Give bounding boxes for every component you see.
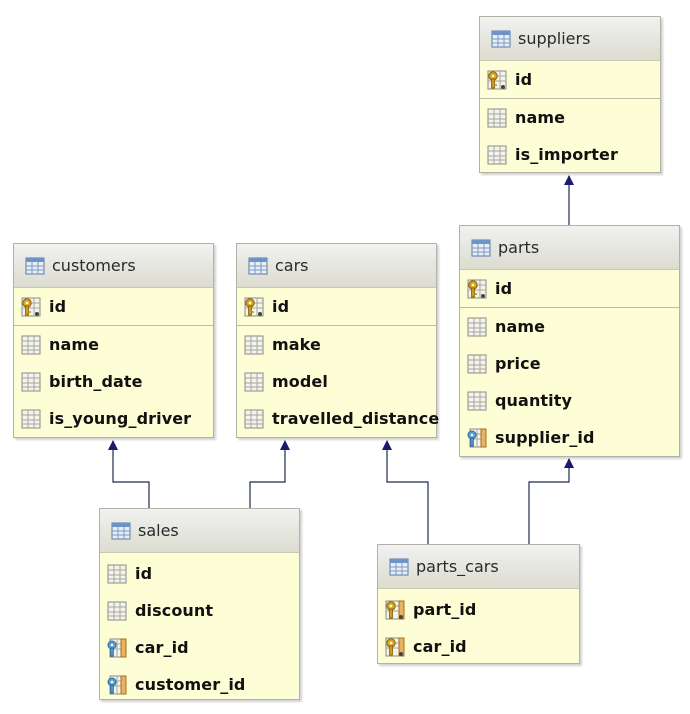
- column-row[interactable]: supplier_id: [460, 419, 679, 456]
- table-customers[interactable]: customers id name birth_date is_young_dr…: [13, 243, 214, 438]
- column-name: price: [495, 354, 541, 373]
- column-name: id: [515, 70, 533, 89]
- column-name: travelled_distance: [272, 409, 440, 428]
- column-icon: [466, 353, 488, 375]
- column-name: is_importer: [515, 145, 618, 164]
- column-row[interactable]: discount: [100, 592, 299, 629]
- column-row[interactable]: part_id: [378, 591, 579, 628]
- table-icon: [247, 255, 269, 277]
- column-icon: [20, 371, 42, 393]
- column-name: part_id: [413, 600, 477, 619]
- table-sales[interactable]: sales id discount car_id customer_id: [99, 508, 300, 700]
- relation-sales-cars: [249, 440, 290, 508]
- column-row[interactable]: id: [100, 555, 299, 592]
- primary-key-icon: [20, 296, 42, 318]
- column-name: make: [272, 335, 321, 354]
- column-name: discount: [135, 601, 214, 620]
- table-icon: [470, 237, 492, 259]
- column-icon: [243, 334, 265, 356]
- table-parts-cars[interactable]: parts_cars part_id car_id: [377, 544, 580, 664]
- column-name: supplier_id: [495, 428, 595, 447]
- table-title: customers: [52, 256, 136, 275]
- column-name: id: [49, 297, 67, 316]
- table-header[interactable]: suppliers: [480, 17, 660, 61]
- table-parts[interactable]: parts id name price quantity supplier_id: [459, 225, 680, 457]
- column-row[interactable]: id: [14, 288, 213, 325]
- column-row[interactable]: travelled_distance: [237, 400, 440, 437]
- column-icon: [20, 334, 42, 356]
- table-title: cars: [275, 256, 309, 275]
- pk-separator: [480, 98, 660, 99]
- column-row[interactable]: is_young_driver: [14, 400, 213, 437]
- table-header[interactable]: parts_cars: [378, 545, 579, 589]
- table-icon: [490, 28, 512, 50]
- table-header[interactable]: sales: [100, 509, 299, 553]
- table-title: parts: [498, 238, 540, 257]
- column-row[interactable]: price: [460, 345, 679, 382]
- foreign-key-icon: [466, 427, 488, 449]
- column-row[interactable]: birth_date: [14, 363, 213, 400]
- column-icon: [106, 600, 128, 622]
- table-icon: [388, 556, 410, 578]
- column-name: name: [495, 317, 546, 336]
- primary-key-icon: [486, 69, 508, 91]
- primary-key-icon: [466, 278, 488, 300]
- column-row[interactable]: model: [237, 363, 436, 400]
- column-name: name: [515, 108, 566, 127]
- column-icon: [486, 144, 508, 166]
- relation-partscars-parts: [528, 458, 574, 544]
- pk-separator: [460, 307, 679, 308]
- column-icon: [243, 408, 265, 430]
- foreign-key-icon: [106, 674, 128, 696]
- table-suppliers[interactable]: suppliers id name is_importer: [479, 16, 661, 173]
- column-icon: [466, 316, 488, 338]
- primary-key-icon: [243, 296, 265, 318]
- column-name: is_young_driver: [49, 409, 192, 428]
- column-row[interactable]: car_id: [378, 628, 579, 665]
- table-icon: [110, 520, 132, 542]
- column-row[interactable]: name: [460, 308, 679, 345]
- column-icon: [106, 563, 128, 585]
- primary-foreign-key-icon: [384, 599, 406, 621]
- primary-foreign-key-icon: [384, 636, 406, 658]
- column-name: name: [49, 335, 100, 354]
- table-icon: [24, 255, 46, 277]
- table-title: suppliers: [518, 29, 591, 48]
- column-row[interactable]: customer_id: [100, 666, 299, 703]
- table-title: parts_cars: [416, 557, 499, 576]
- column-row[interactable]: name: [480, 99, 660, 136]
- table-header[interactable]: cars: [237, 244, 436, 288]
- column-name: model: [272, 372, 328, 391]
- column-icon: [20, 408, 42, 430]
- column-row[interactable]: name: [14, 326, 213, 363]
- relation-partscars-cars: [382, 440, 429, 544]
- column-name: id: [135, 564, 153, 583]
- relation-sales-customers: [108, 440, 150, 508]
- column-name: id: [272, 297, 290, 316]
- column-row[interactable]: quantity: [460, 382, 679, 419]
- table-title: sales: [138, 521, 179, 540]
- foreign-key-icon: [106, 637, 128, 659]
- column-row[interactable]: make: [237, 326, 436, 363]
- column-icon: [466, 390, 488, 412]
- column-name: id: [495, 279, 513, 298]
- column-icon: [486, 107, 508, 129]
- column-name: birth_date: [49, 372, 143, 391]
- table-cars[interactable]: cars id make model travelled_distance: [236, 243, 440, 438]
- pk-separator: [14, 325, 213, 326]
- table-header[interactable]: parts: [460, 226, 679, 270]
- column-name: car_id: [413, 637, 467, 656]
- column-row[interactable]: id: [460, 270, 679, 307]
- pk-separator: [237, 325, 436, 326]
- column-name: quantity: [495, 391, 573, 410]
- column-icon: [243, 371, 265, 393]
- column-name: car_id: [135, 638, 189, 657]
- table-header[interactable]: customers: [14, 244, 213, 288]
- column-row[interactable]: id: [480, 61, 660, 98]
- column-row[interactable]: is_importer: [480, 136, 660, 173]
- column-row[interactable]: id: [237, 288, 436, 325]
- column-row[interactable]: car_id: [100, 629, 299, 666]
- column-name: customer_id: [135, 675, 246, 694]
